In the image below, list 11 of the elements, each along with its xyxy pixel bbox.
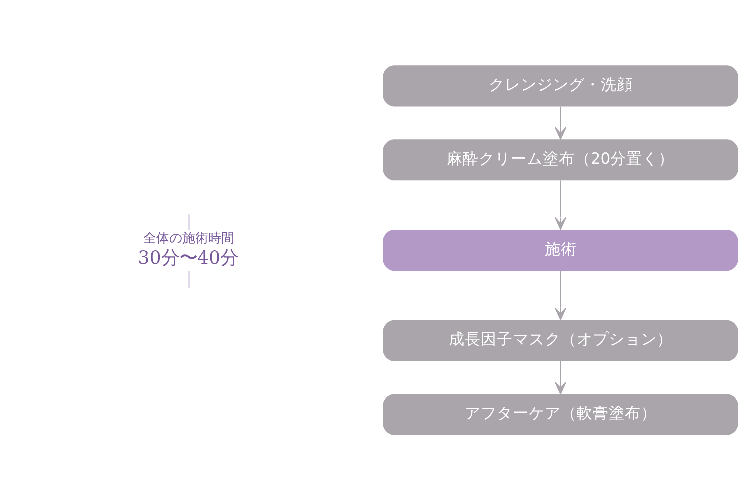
arrow	[554, 180, 567, 230]
node-box: クレンジング・洗顔	[383, 65, 738, 106]
arrow	[554, 106, 567, 140]
node-box: 麻酔クリーム塗布（20分置く）	[383, 139, 738, 180]
node-box: 成長因子マスク（オプション）	[383, 320, 738, 361]
node-box: アフターケア（軟膏塗布）	[383, 394, 738, 435]
node-box: 施術	[383, 229, 738, 271]
arrow	[554, 270, 567, 320]
arrow	[554, 360, 567, 394]
label: 30分〜40分	[138, 248, 239, 269]
label: 全体の施術時間	[144, 230, 235, 246]
